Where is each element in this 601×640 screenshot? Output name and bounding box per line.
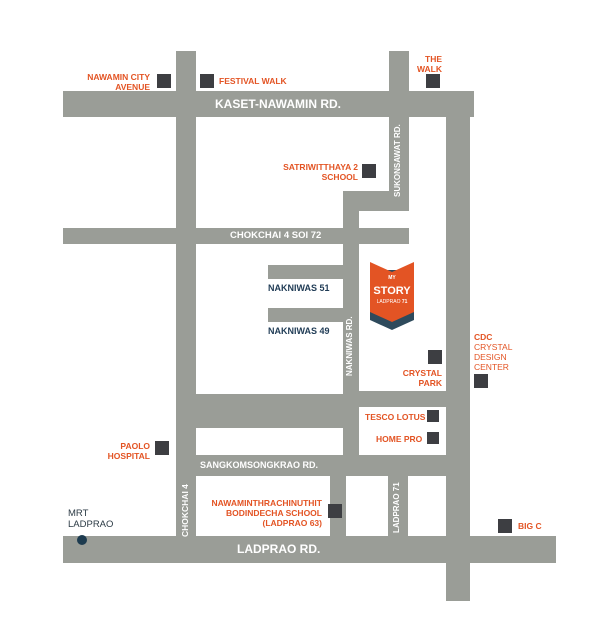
landmark-the-walk: [426, 74, 440, 88]
poi-line: CENTER: [474, 362, 509, 372]
road-label-chokchai-4: CHOKCHAI 4: [180, 484, 190, 537]
road-label-sangkom: SANGKOMSONGKRAO RD.: [200, 460, 319, 470]
project-logo-shape: [370, 262, 414, 330]
poi-line: CDC: [474, 332, 493, 342]
landmark-home-pro: [427, 432, 439, 444]
logo-ladprao: LADPRAO 71: [368, 300, 416, 305]
road-ladprao-71: [388, 455, 408, 563]
poi-school: NAWAMINTHRACHINUTHIT BODINDECHA SCHOOL (…: [200, 498, 323, 528]
poi-line: PARK: [418, 378, 442, 388]
poi-line: (LADPRAO 63): [262, 518, 322, 528]
poi-line: THE: [425, 54, 442, 64]
road-label-ladprao: LADPRAO RD.: [237, 542, 321, 556]
road-label-kaset: KASET-NAWAMIN RD.: [215, 97, 341, 111]
road-label-chokchai-soi: CHOKCHAI 4 SOI 72: [230, 230, 322, 241]
poi-line: CRYSTAL: [474, 342, 513, 352]
road-label-ladprao-71: LADPRAO 71: [392, 482, 401, 533]
poi-festival-walk: FESTIVAL WALK: [219, 76, 287, 86]
landmark-big-c: [498, 519, 512, 533]
landmark-cdc: [474, 374, 488, 388]
poi-line: DESIGN: [474, 352, 507, 362]
road-ladprao: [63, 536, 556, 563]
street-label-nakniwas-51: NAKNIWAS 51: [268, 283, 330, 293]
landmark-tesco-lotus: [427, 410, 439, 422]
poi-paolo-hospital: PAOLO HOSPITAL: [90, 441, 150, 461]
poi-line: AVENUE: [115, 82, 150, 92]
project-logo: MY STORY LADPRAO 71: [368, 262, 416, 332]
road-sukonsawat: [389, 51, 409, 211]
poi-crystal-park: CRYSTAL PARK: [380, 368, 442, 388]
poi-line: PAOLO: [120, 441, 150, 451]
poi-big-c: BIG C: [518, 521, 542, 531]
poi-line: BODINDECHA SCHOOL: [225, 508, 322, 518]
landmark-nawamin-city-avenue: [157, 74, 171, 88]
landmark-crystal-park: [428, 350, 442, 364]
logo-shield-orange: [370, 262, 414, 322]
road-nakniwas-49: [268, 308, 348, 322]
mrt-label-line: MRT: [68, 508, 89, 519]
logo-ladprao-text: LADPRAO: [376, 299, 401, 305]
road-label-nakniwas: NAKNIWAS RD.: [345, 316, 354, 376]
road-east: [446, 91, 470, 601]
road-chokchai-4: [176, 51, 196, 563]
landmark-festival-walk: [200, 74, 214, 88]
logo-story: STORY: [373, 285, 411, 297]
road-nakniwas: [343, 191, 359, 476]
road-east-block-top: [359, 391, 446, 407]
poi-line: NAWAMINTHRACHINUTHIT: [211, 498, 323, 508]
poi-line: HOSPITAL: [107, 451, 150, 461]
road-sangkomsongkrao: [178, 455, 448, 476]
logo-my: MY: [388, 275, 396, 281]
poi-line: NAWAMIN CITY: [87, 72, 150, 82]
poi-line: CRYSTAL: [402, 368, 442, 378]
poi-tesco-lotus: TESCO LOTUS: [365, 412, 426, 422]
landmark-satriwitthaya: [362, 164, 376, 178]
mrt-label: MRT LADPRAO: [68, 508, 113, 530]
poi-the-walk: THE WALK: [400, 54, 442, 74]
road-label-sukonsawat: SUKONSAWAT RD.: [393, 124, 402, 197]
road-chokchai-4-soi-72: [63, 228, 409, 244]
poi-cdc: CDC CRYSTAL DESIGN CENTER: [474, 332, 512, 372]
landmark-paolo-hospital: [155, 441, 169, 455]
road-sukonsawat-jog: [343, 191, 409, 211]
mrt-label-line: LADPRAO: [68, 519, 114, 530]
poi-line: SCHOOL: [321, 172, 358, 182]
road-nakniwas-51: [268, 265, 348, 279]
logo-ladprao-num: 71: [401, 299, 408, 305]
poi-line: SATRIWITTHAYA 2: [283, 162, 358, 172]
landmark-school: [328, 504, 342, 518]
road-east-block-bottom: [359, 456, 446, 458]
road-connector-mid: [178, 394, 358, 428]
poi-satriwitthaya: SATRIWITTHAYA 2 SCHOOL: [270, 162, 358, 182]
poi-nawamin-city-avenue: NAWAMIN CITY AVENUE: [70, 72, 150, 92]
mrt-station-marker: [77, 535, 87, 545]
street-label-nakniwas-49: NAKNIWAS 49: [268, 326, 330, 336]
poi-home-pro: HOME PRO: [376, 434, 423, 444]
poi-line: WALK: [416, 64, 442, 74]
